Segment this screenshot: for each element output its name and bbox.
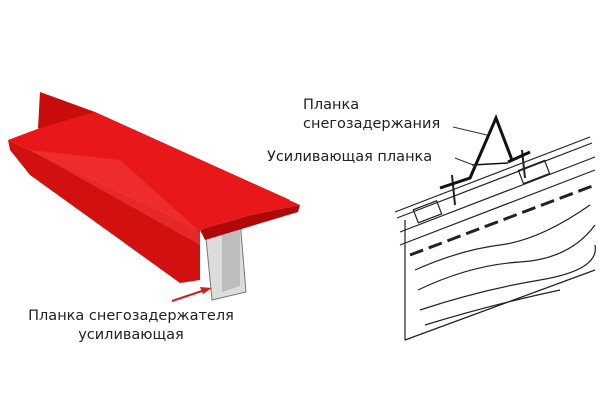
label-line-2: снегозадержания [303,116,441,132]
reinforcing-strip-line [471,162,509,166]
reinforcing-strip-label: Усиливающая планка [267,149,433,165]
red-profile-drawing [8,92,300,301]
steel-piece-inner [222,226,240,292]
leader-lines [452,126,488,167]
pointer-arrow [171,287,212,302]
profile-front-face [8,140,200,283]
caption-line-2: усиливающая [78,327,184,343]
roof-section-drawing [394,136,596,341]
profile-lower-lip [200,205,300,240]
label-line-1: Планка [303,97,360,113]
profile-highlight [30,150,200,245]
profile-top-face [8,112,300,230]
caption-line-1: Планка снегозадержателя [28,308,234,324]
snow-guard-bracket [439,114,531,190]
snow-guard-strip-label: Планка снегозадержания [303,96,440,134]
reinforcing-strip-caption: Планка снегозадержателя усиливающая [0,307,262,345]
